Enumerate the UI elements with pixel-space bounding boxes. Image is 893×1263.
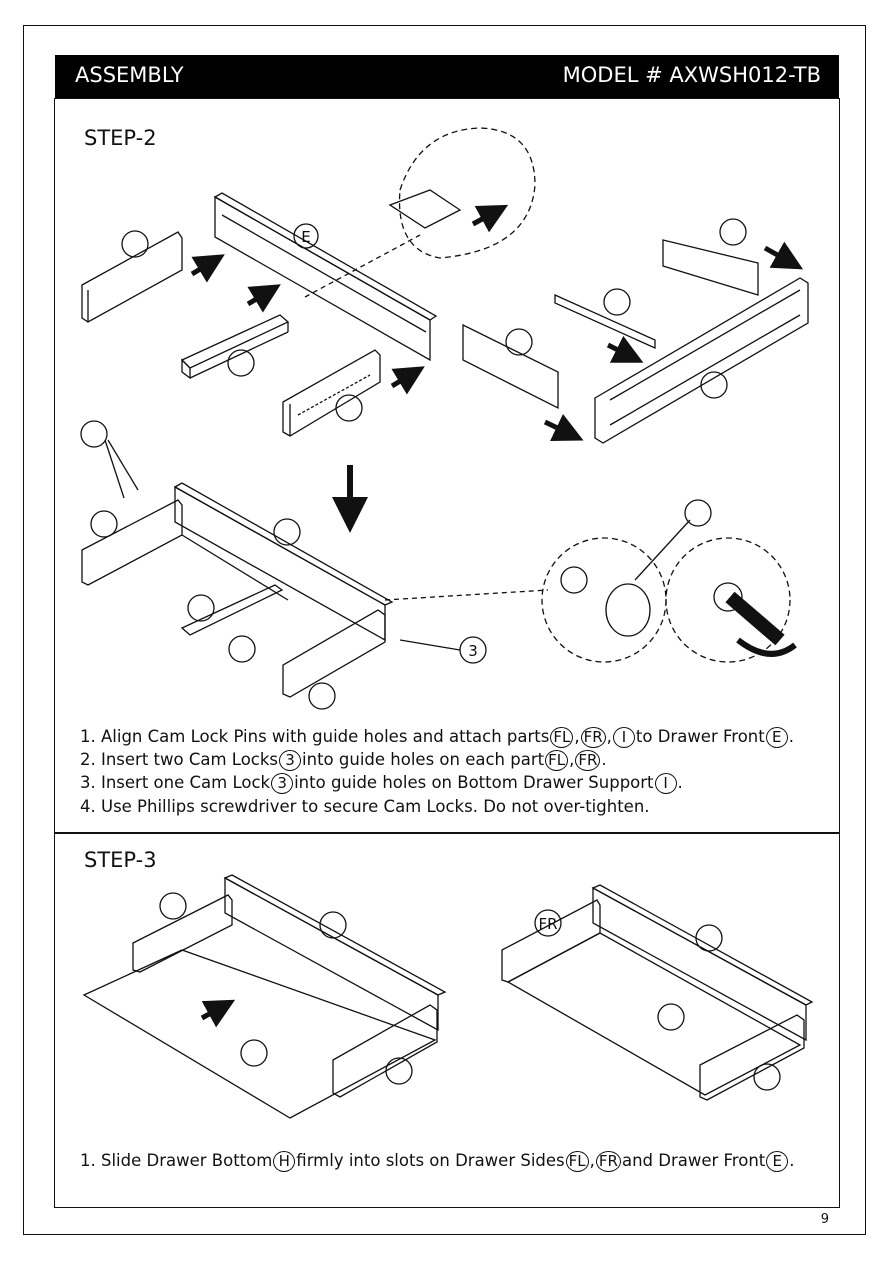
callout-drawer-front: E	[301, 228, 310, 246]
page-number: 9	[820, 1212, 829, 1227]
header-bar: ASSEMBLY MODEL # AXWSH012-TB	[55, 55, 839, 98]
step3-title: STEP-3	[84, 848, 157, 872]
part-label: H	[273, 1151, 296, 1172]
step2-assembled-diagram	[462, 218, 809, 444]
step3-left-diagram	[82, 874, 447, 1119]
step3-right-diagram	[501, 884, 814, 1101]
step2-title: STEP-2	[84, 126, 157, 150]
callout-cam-lock: 3	[468, 642, 478, 660]
step2-instruction-4: 4. Use Phillips screwdriver to secure Ca…	[80, 797, 650, 816]
step2-instruction-1: 1. Align Cam Lock Pins with guide holes …	[80, 727, 794, 748]
part-label: I	[612, 727, 635, 748]
step3-panel	[54, 832, 840, 1208]
part-label: FL	[545, 750, 569, 771]
model-number: MODEL # AXWSH012-TB	[562, 63, 821, 87]
part-label: 3	[271, 773, 294, 794]
part-label: FL	[565, 1151, 589, 1172]
callout-side-right: FR	[538, 915, 557, 933]
part-label: E	[766, 1151, 789, 1172]
part-label: FR	[580, 727, 606, 748]
part-label: I	[654, 773, 677, 794]
part-label: FR	[575, 750, 601, 771]
header-title: ASSEMBLY	[75, 63, 184, 87]
page-border	[23, 25, 866, 1235]
part-label: FR	[595, 1151, 621, 1172]
step2-cam-lock-diagram	[80, 420, 797, 710]
part-label: 3	[279, 750, 302, 771]
part-label: FL	[550, 727, 574, 748]
step2-exploded-diagram	[81, 127, 536, 437]
step2-panel	[54, 98, 840, 834]
part-label: E	[765, 727, 788, 748]
